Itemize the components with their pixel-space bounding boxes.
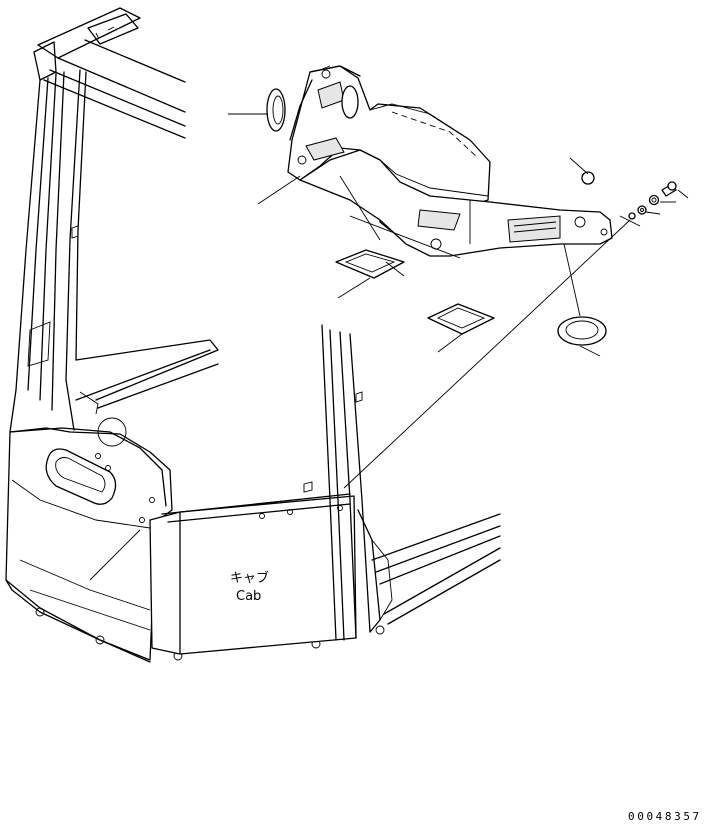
leader-lines	[228, 113, 689, 489]
drawing-code: 00048357	[628, 810, 702, 823]
loose-parts	[266, 88, 677, 346]
cab-label-japanese: キャブ	[230, 570, 269, 586]
cab-frame	[5, 7, 501, 663]
duct-assembly	[287, 65, 613, 257]
cab-label-english: Cab	[236, 589, 261, 604]
